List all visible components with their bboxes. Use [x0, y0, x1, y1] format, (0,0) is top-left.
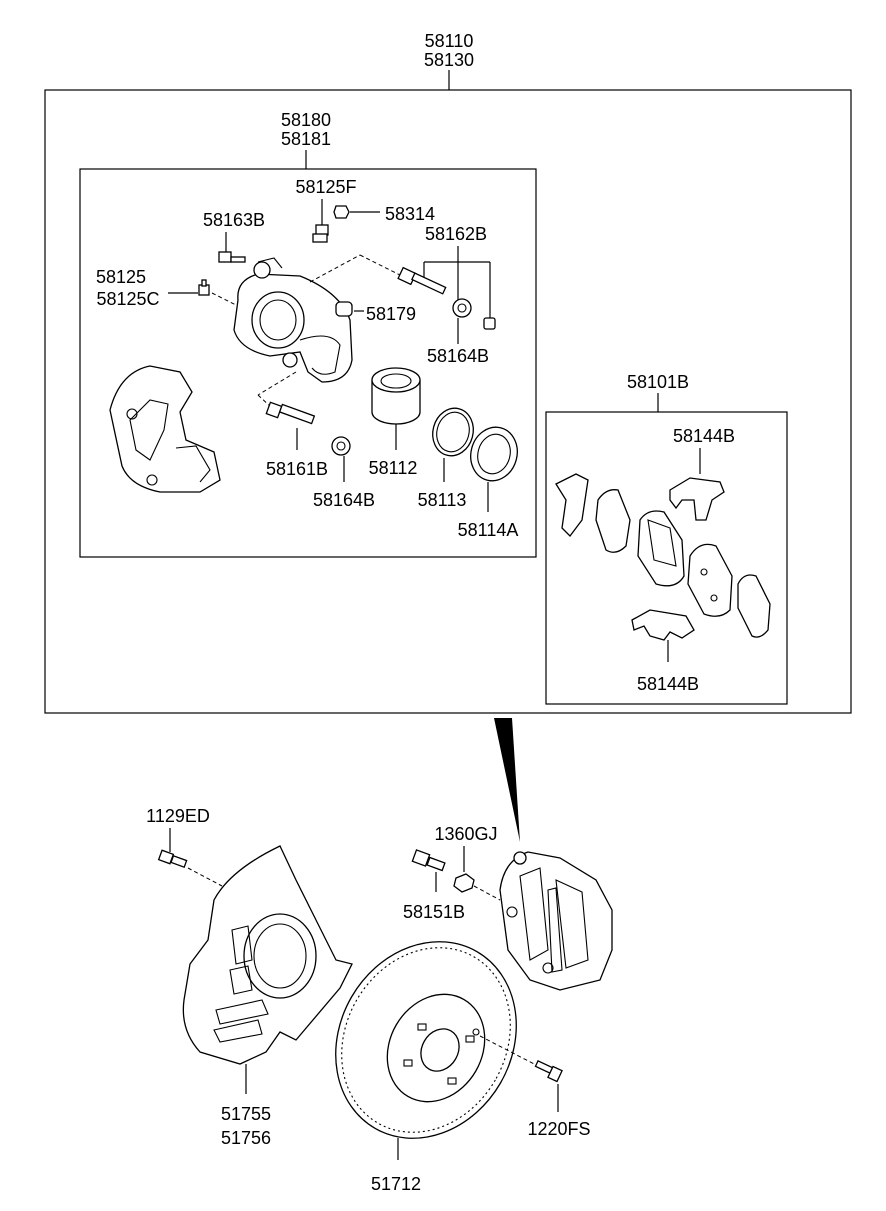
guide-pin-icon — [397, 266, 447, 295]
label-boot-upper: 58164B — [427, 346, 489, 366]
guide-bolt-upper-icon — [218, 251, 246, 263]
pad-shim-1-icon — [595, 489, 631, 553]
dashed-leader — [473, 885, 501, 901]
pad-shim-2-icon — [737, 574, 771, 638]
label-plug-1: 58125 — [96, 267, 146, 287]
label-bleeder-cap: 58314 — [385, 204, 435, 224]
washer-icon — [453, 873, 475, 893]
dashed-leader — [211, 292, 237, 306]
label-piston: 58112 — [369, 458, 418, 478]
pad-kit-box — [545, 411, 788, 705]
boot-icon — [452, 298, 472, 318]
piston-seal-icon — [432, 407, 474, 457]
caliper-bracket-icon — [109, 365, 221, 493]
guide-pin-lower-icon — [265, 401, 316, 425]
disc-screw-icon — [534, 1060, 563, 1083]
caliper-assembled-icon — [499, 851, 613, 991]
label-caliper-housing-2: 58181 — [281, 129, 331, 149]
label-caliper-assembly-1: 58110 — [425, 31, 474, 51]
label-pad-kit: 58101B — [627, 372, 689, 392]
piston-icon — [371, 367, 421, 425]
caliper-housing-icon — [233, 257, 353, 383]
piston-boot-icon — [470, 426, 518, 482]
label-guide-pin-lower: 58161B — [266, 459, 328, 479]
label-dust-cover-2: 51756 — [221, 1128, 271, 1148]
label-caliper-bolt: 58151B — [403, 902, 465, 922]
bleeder-cap-icon — [333, 205, 350, 219]
label-guide-bolt-upper: 58163B — [203, 210, 265, 230]
boot-lower-icon — [331, 436, 351, 456]
pad-shim-upper-icon — [669, 477, 725, 521]
label-dust-cover-bolt: 1129ED — [146, 806, 210, 826]
plug-icon — [198, 279, 210, 296]
dashed-leader — [359, 254, 401, 276]
caliper-housing-box — [79, 168, 537, 558]
label-boot-lower: 58164B — [313, 490, 375, 510]
dashed-leader — [309, 254, 361, 283]
label-bushing: 58179 — [366, 304, 416, 324]
brake-disc-icon — [335, 941, 517, 1139]
brake-pad-1-icon — [637, 510, 685, 587]
bushing-icon — [335, 301, 353, 317]
label-dust-cover-1: 51755 — [221, 1104, 271, 1124]
small-cap-icon — [483, 317, 496, 330]
pad-backing-plate-1-icon — [555, 473, 589, 537]
label-guide-pin-kit: 58162B — [425, 224, 487, 244]
label-bleeder-screw: 58125F — [295, 177, 356, 197]
label-pad-shim-lower: 58144B — [637, 674, 699, 694]
label-washer: 1360GJ — [434, 824, 497, 844]
label-pad-shim-upper: 58144B — [673, 426, 735, 446]
caliper-bolt-icon — [411, 849, 446, 872]
bleeder-screw-icon — [312, 224, 329, 243]
caliper-assembly-box — [44, 89, 852, 714]
label-caliper-assembly-2: 58130 — [424, 50, 474, 70]
dashed-leader — [479, 1035, 539, 1067]
dust-cover-bolt-icon — [157, 849, 188, 868]
label-piston-seal: 58113 — [418, 490, 467, 510]
dashed-leader — [187, 867, 223, 887]
label-caliper-housing-1: 58180 — [281, 110, 331, 130]
label-piston-boot: 58114A — [458, 520, 519, 540]
brake-pad-2-icon — [687, 543, 733, 617]
dashed-leader — [257, 371, 297, 396]
pointer-wedge — [494, 718, 520, 842]
label-disc-screw: 1220FS — [527, 1119, 590, 1139]
label-plug-2: 58125C — [96, 289, 159, 309]
label-disc: 51712 — [371, 1174, 421, 1194]
pad-shim-lower-icon — [631, 609, 695, 641]
dust-cover-icon — [182, 845, 353, 1065]
